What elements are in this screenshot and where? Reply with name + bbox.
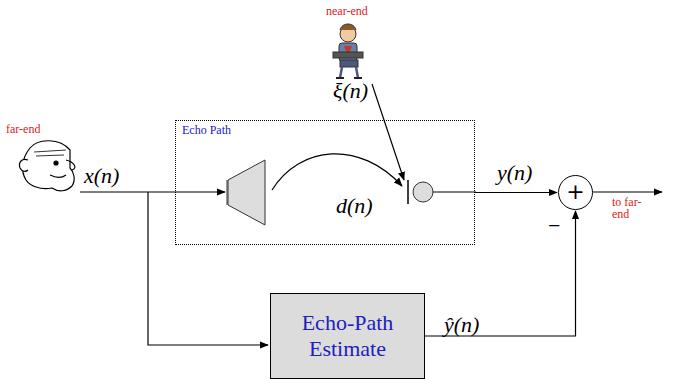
echo-path-region: Echo Path [175, 120, 475, 245]
summing-junction: + [558, 175, 593, 210]
signal-name: d(n) [336, 193, 373, 219]
microphone-bar [407, 180, 409, 204]
output-wire [593, 191, 662, 192]
node-text: + [566, 181, 584, 203]
mic-wire [433, 191, 476, 192]
signal-name: x(n) [84, 163, 119, 189]
speech-arrow [372, 84, 404, 180]
echo-curve [272, 154, 402, 190]
connector [475, 192, 557, 193]
microphone-symbol [413, 182, 433, 202]
minus-sign: − [548, 213, 560, 239]
loudspeaker-symbol [228, 160, 265, 225]
signal-name: y(n) [497, 160, 532, 186]
signal-name: ŷ(n) [444, 312, 479, 338]
signal-name: ξ(n) [333, 78, 368, 104]
input-wire [80, 192, 268, 345]
process-box: Echo-Path Estimate [270, 293, 425, 379]
near-end-label: near-end [326, 4, 368, 19]
far-end-face [19, 141, 74, 191]
far-end-label: far-end [6, 122, 40, 137]
loudspeaker-edge [227, 180, 228, 205]
node-text: Echo-Path Estimate [283, 310, 413, 363]
node-text: Echo Path [182, 123, 231, 138]
near-end-person [333, 24, 363, 78]
destination-label: to far-end [612, 196, 656, 220]
